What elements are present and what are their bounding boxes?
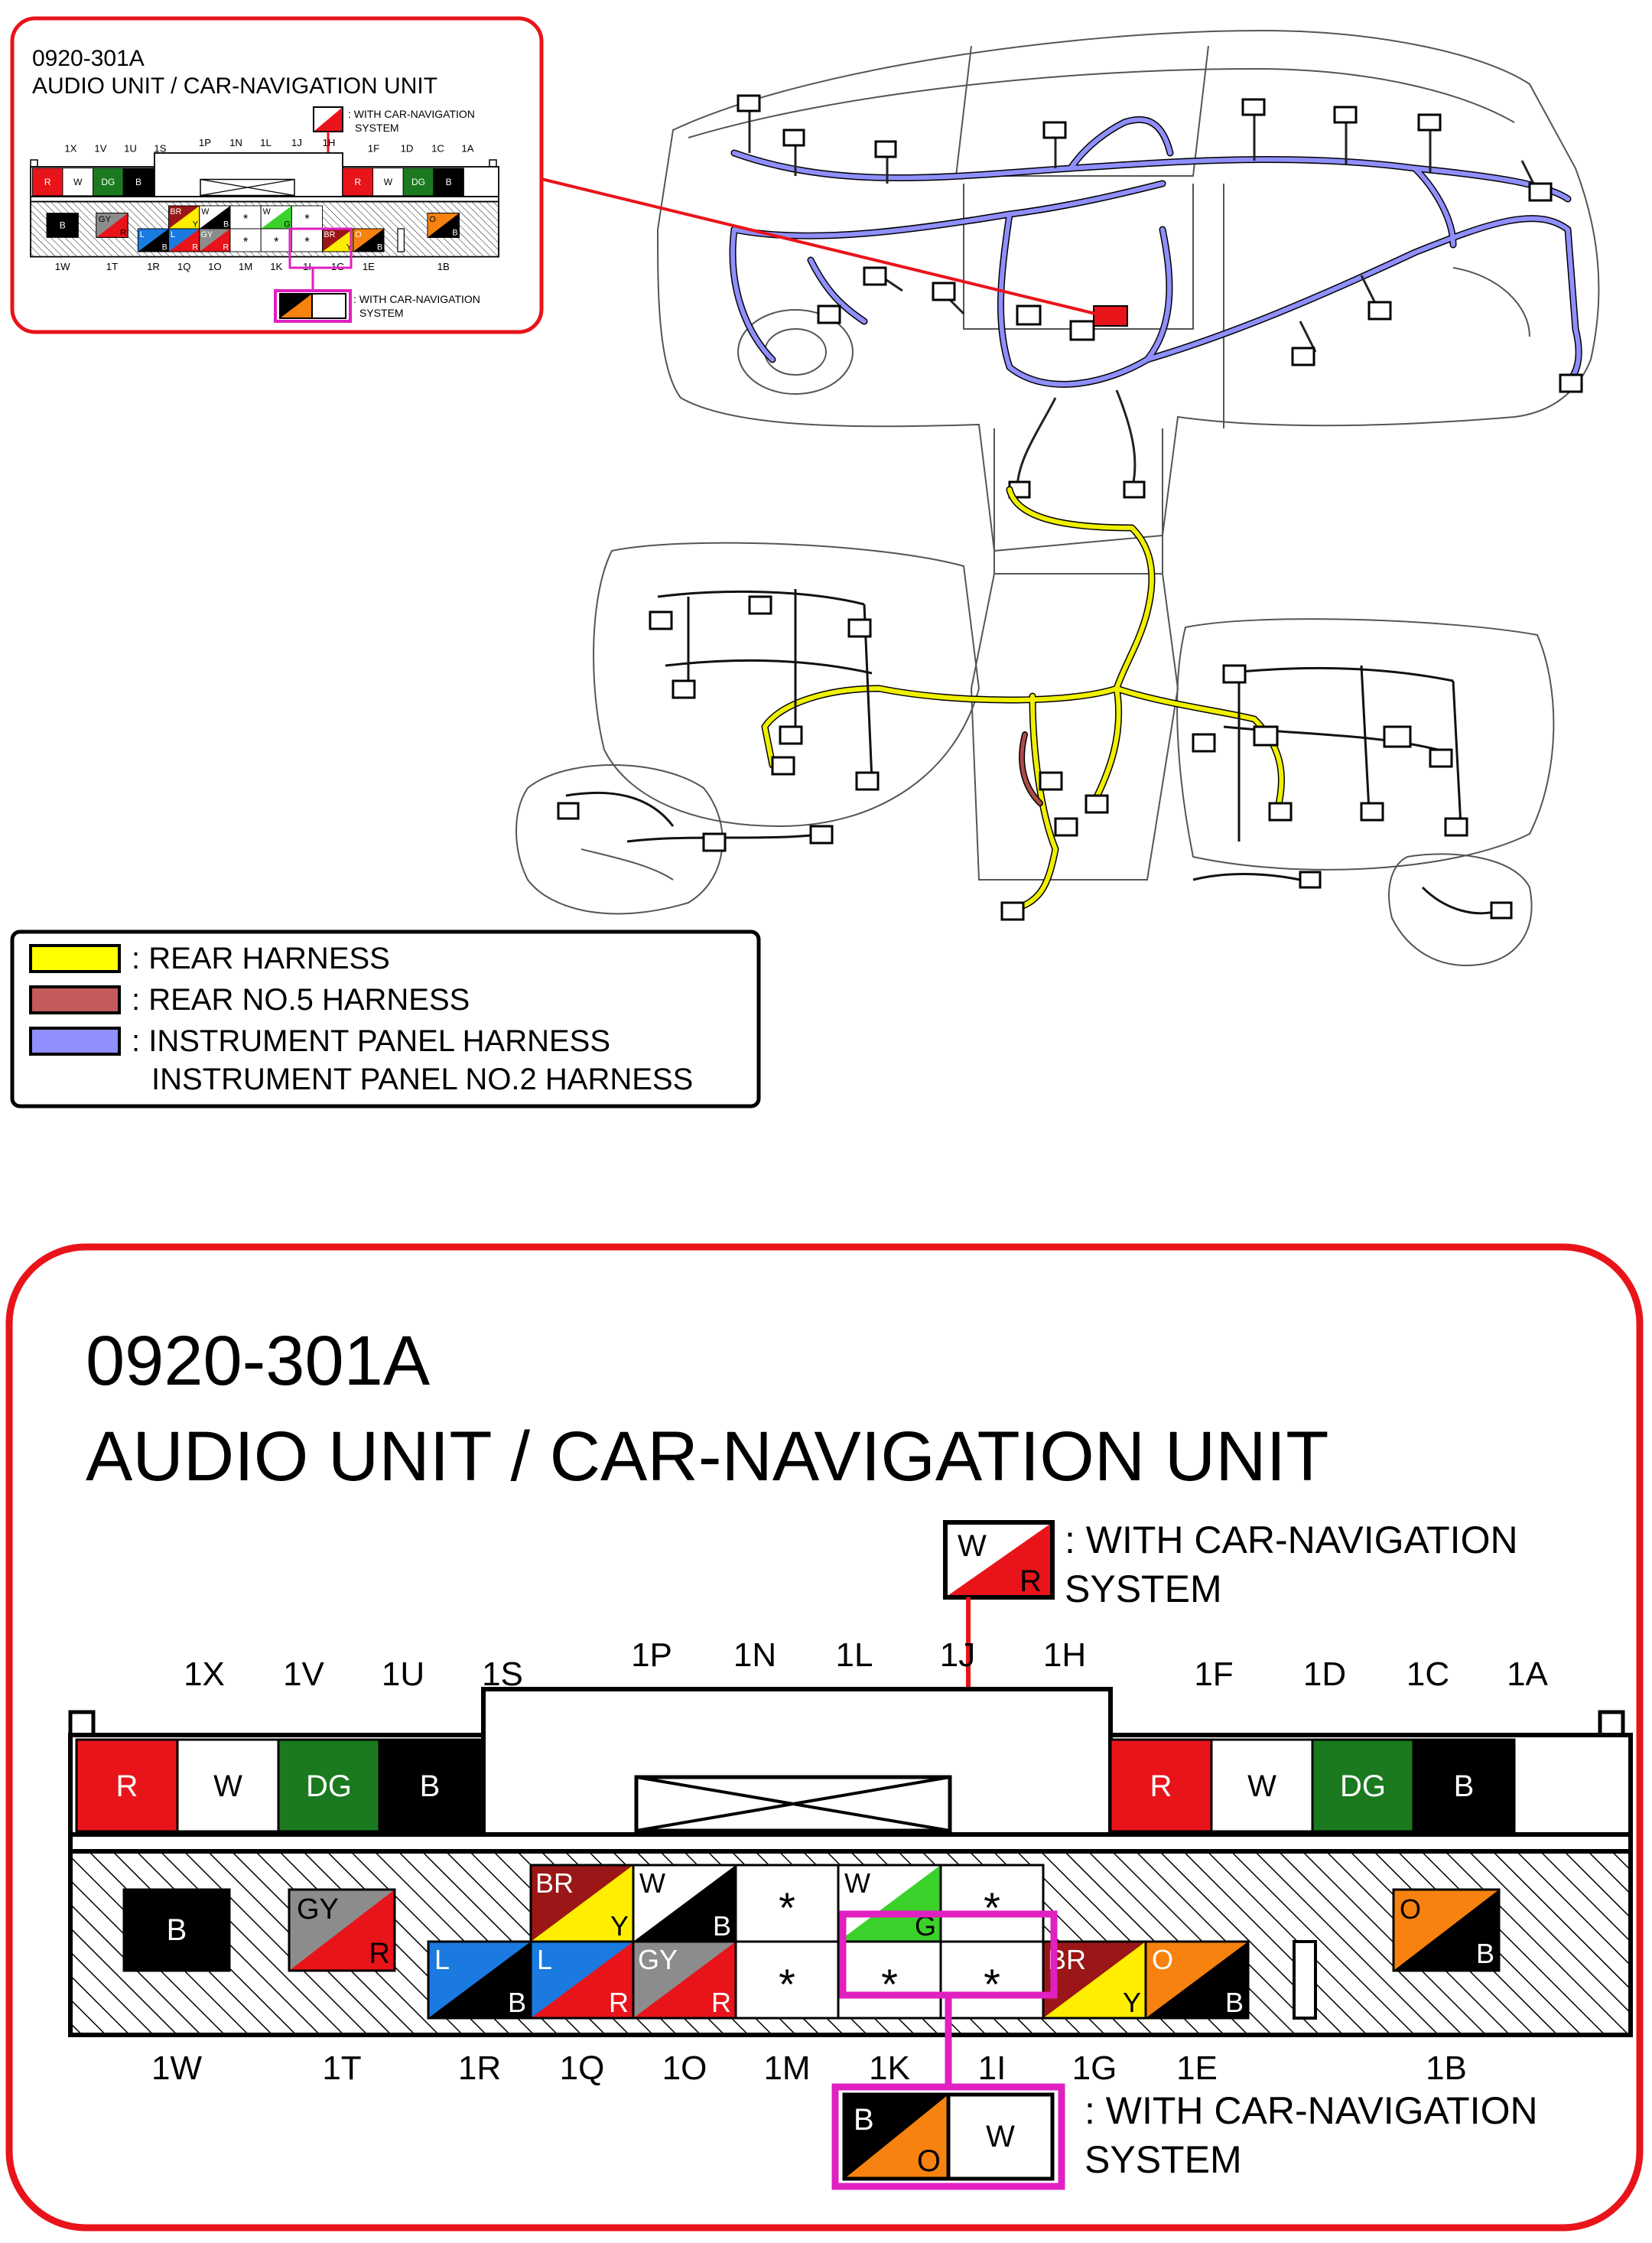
- svg-text:R: R: [1019, 1564, 1042, 1598]
- svg-text:SYSTEM: SYSTEM: [359, 307, 404, 319]
- thumbnail-connector-code: 0920-301A: [32, 46, 145, 71]
- legend-swatch-rear: [29, 944, 121, 973]
- legend-label-instrument-panel-no2: INSTRUMENT PANEL NO.2 HARNESS: [151, 1063, 693, 1096]
- legend-label-rear: : REAR HARNESS: [132, 942, 390, 975]
- svg-text:SYSTEM: SYSTEM: [355, 122, 399, 134]
- legend-label-rear-no5: : REAR NO.5 HARNESS: [132, 983, 470, 1017]
- nav-option-note-1: : WITH CAR-NAVIGATION: [1065, 1519, 1518, 1561]
- connector-detail-panel: 0920-301A AUDIO UNIT / CAR-NAVIGATION UN…: [5, 1243, 1644, 2232]
- connector-thumbnail: 0920-301A AUDIO UNIT / CAR-NAVIGATION UN…: [10, 16, 544, 334]
- nav-option-note-2: : WITH CAR-NAVIGATION: [1085, 2089, 1538, 2132]
- legend-label-instrument-panel: : INSTRUMENT PANEL HARNESS: [132, 1024, 610, 1058]
- harness-overview-diagram: [515, 29, 1600, 966]
- legend-swatch-instrument-panel: [29, 1027, 121, 1056]
- svg-text:: WITH CAR-NAVIGATION: : WITH CAR-NAVIGATION: [348, 108, 475, 120]
- svg-text:W: W: [958, 1529, 987, 1563]
- connector-code: 0920-301A: [86, 1322, 431, 1400]
- nav-option-alt-wire-key: B O W: [831, 2083, 1065, 2190]
- nav-option-note-2b: SYSTEM: [1085, 2138, 1242, 2181]
- nav-option-wire-key: W R: [943, 1520, 1055, 1600]
- connector-pointer-line: [535, 176, 1096, 315]
- connector-location-marker: [1093, 305, 1128, 327]
- nav-option-note-1b: SYSTEM: [1065, 1567, 1222, 1610]
- legend-swatch-rear-no5: [29, 985, 121, 1014]
- connector-name: AUDIO UNIT / CAR-NAVIGATION UNIT: [86, 1418, 1328, 1496]
- harness-legend: : REAR HARNESS : REAR NO.5 HARNESS : INS…: [10, 929, 761, 1108]
- svg-text:O: O: [917, 2144, 941, 2178]
- thumbnail-connector-name: AUDIO UNIT / CAR-NAVIGATION UNIT: [32, 73, 437, 99]
- svg-text:: WITH CAR-NAVIGATION: : WITH CAR-NAVIGATION: [353, 293, 480, 305]
- svg-text:B: B: [854, 2103, 874, 2137]
- svg-text:W: W: [986, 2120, 1015, 2153]
